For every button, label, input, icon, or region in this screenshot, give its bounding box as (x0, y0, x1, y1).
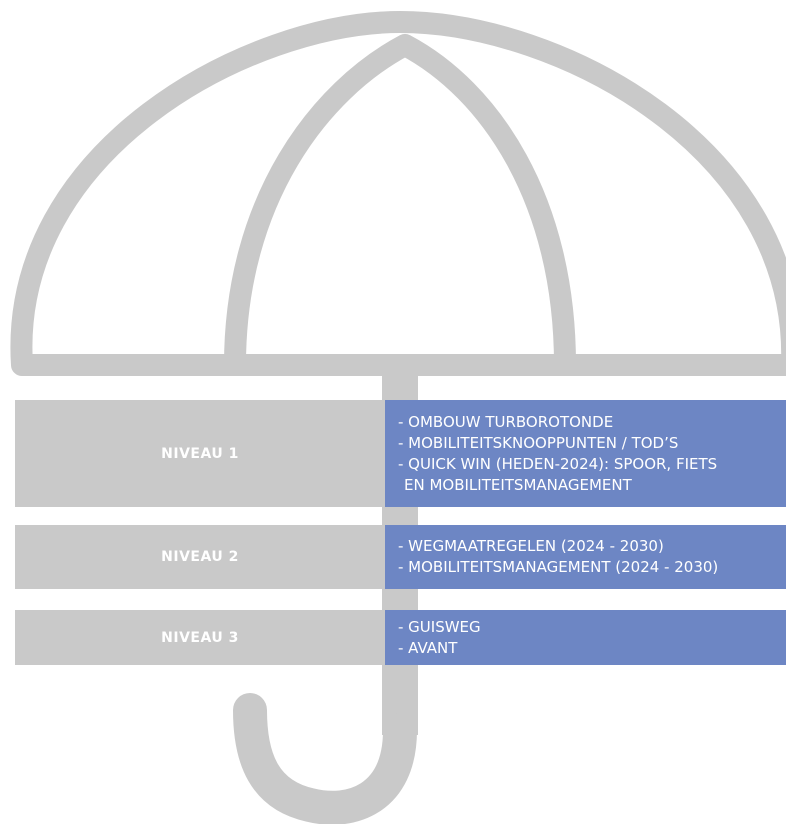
level-3-item: - GUISWEG (398, 617, 481, 636)
level-3-label: NIVEAU 3 (15, 610, 385, 665)
level-2-item: - MOBILITEITSMANAGEMENT (2024 - 2030) (398, 558, 719, 576)
level-2-content: - WEGMAATREGELEN (2024 - 2030) - MOBILIT… (385, 525, 786, 589)
level-2-label-text: NIVEAU 2 (161, 549, 239, 565)
level-1-label: NIVEAU 1 (15, 400, 385, 507)
level-1-item: - OMBOUW TURBOROTONDE (398, 412, 614, 431)
level-2-item: - WEGMAATREGELEN (2024 - 2030) (398, 537, 664, 555)
level-3-item: - AVANT (398, 638, 458, 657)
level-1-label-text: NIVEAU 1 (161, 445, 239, 462)
level-2-label: NIVEAU 2 (15, 525, 385, 589)
level-1-content: - OMBOUW TURBOROTONDE - MOBILITEITSKNOOP… (385, 400, 786, 507)
level-1-item: EN MOBILITEITSMANAGEMENT (404, 475, 632, 494)
level-3-content: - GUISWEG - AVANT (385, 610, 786, 665)
level-3-label-text: NIVEAU 3 (161, 629, 239, 646)
level-1-item: - MOBILITEITSKNOOPPUNTEN / TOD’S (398, 433, 679, 452)
level-1-item: - QUICK WIN (HEDEN-2024): SPOOR, FIETS (398, 454, 718, 473)
